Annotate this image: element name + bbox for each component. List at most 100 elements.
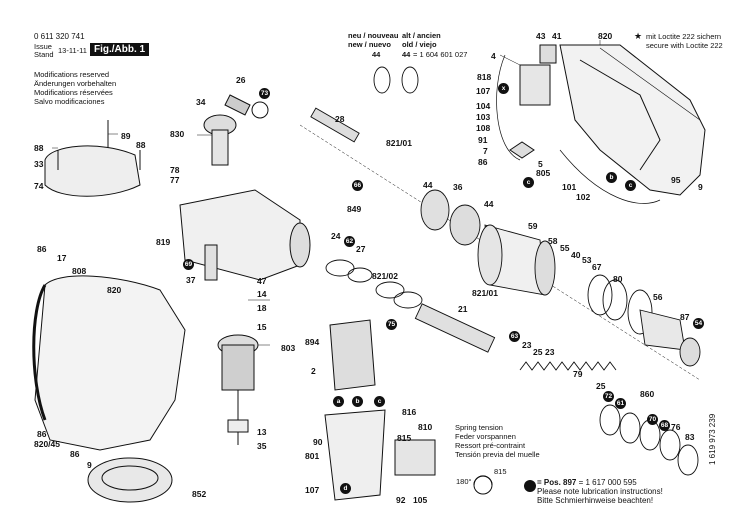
callout-47: 47 (257, 276, 267, 286)
callout-808: 808 (72, 266, 87, 276)
modifications-fr: Modifications réservées (34, 88, 113, 97)
callout-28: 28 (335, 114, 345, 124)
callout-55: 55 (560, 243, 570, 253)
loctite-line-en: secure with Loctite 222 (646, 41, 723, 50)
callout-83: 83 (685, 432, 695, 442)
callout-44-a: 44 (423, 180, 433, 190)
lubrication-line-en: Please note lubrication instructions! (537, 487, 663, 496)
callout-80: 80 (613, 274, 623, 284)
callout-13: 13 (257, 427, 267, 437)
spring-tension-de: Feder vorspannen (455, 432, 516, 441)
callout-78: 78 (170, 165, 180, 175)
callout-108: 108 (476, 123, 491, 133)
badge-75: 75 (386, 319, 397, 330)
spring-part: 815 (494, 467, 507, 476)
badge-70: 70 (647, 414, 658, 425)
callout-86-d: 86 (70, 449, 80, 459)
spring-tension-fr: Ressort pré-contraint (455, 441, 526, 450)
callout-103: 103 (476, 112, 491, 122)
callout-849: 849 (347, 204, 362, 214)
tool-holder-56 (639, 309, 686, 351)
callout-43: 43 (536, 31, 546, 41)
badge-c: c (374, 396, 385, 407)
cover-852 (87, 457, 173, 503)
callout-76: 76 (671, 422, 681, 432)
badge-a: a (333, 396, 344, 407)
callout-59: 59 (528, 221, 538, 231)
callout-18: 18 (257, 303, 267, 313)
callout-107: 107 (476, 86, 491, 96)
callout-21: 21 (458, 304, 468, 314)
callout-88-left: 88 (34, 143, 44, 153)
callout-25-b: 25 (596, 381, 606, 391)
callout-894: 894 (305, 337, 320, 347)
part-number: 0 611 320 741 (34, 32, 85, 41)
badge-54: 54 (693, 318, 704, 329)
callout-58: 58 (548, 236, 558, 246)
callout-26: 26 (236, 75, 246, 85)
issue-date: 13-11-11 (58, 46, 87, 55)
new-title: neu / nouveau (348, 31, 399, 40)
piston-21 (414, 303, 496, 353)
callout-830: 830 (170, 129, 185, 139)
badge-c-handle-2: c (625, 180, 636, 191)
callout-9: 9 (698, 182, 703, 192)
callout-9-b: 9 (87, 460, 92, 470)
badge-73: 73 (259, 88, 270, 99)
callout-818: 818 (477, 72, 492, 82)
callout-819: 819 (156, 237, 171, 247)
badge-c-handle: c (523, 177, 534, 188)
badge-b: b (352, 396, 363, 407)
motor-housing-820 (34, 275, 186, 451)
stand-label: Stand (34, 50, 54, 59)
callout-36: 36 (453, 182, 463, 192)
callout-25: 25 (533, 347, 543, 357)
cover-74 (44, 145, 141, 197)
callout-820: 820 (598, 31, 613, 41)
spring-angle: 180° (456, 477, 472, 486)
callout-56: 56 (653, 292, 663, 302)
field-801 (324, 409, 386, 501)
callout-816: 816 (402, 407, 417, 417)
switch-block (519, 64, 551, 106)
old-subtitle: old / viejo (402, 40, 437, 49)
callout-17: 17 (57, 253, 67, 263)
callout-34: 34 (196, 97, 206, 107)
callout-801: 801 (305, 451, 320, 461)
sheet-number: 1 619 973 239 (708, 413, 717, 465)
lubrication-line-de: Bitte Schmierhinweise beachten! (537, 496, 654, 505)
callout-91: 91 (478, 135, 488, 145)
callout-24: 24 (331, 231, 341, 241)
new-subtitle: new / nuevo (348, 40, 391, 49)
callout-821-01-top: 821/01 (386, 138, 412, 148)
modifications-de: Änderungen vorbehalten (34, 79, 117, 88)
callout-53: 53 (582, 255, 592, 265)
lubrication-pos: = Pos. 897 (537, 478, 577, 487)
spring-79 (519, 361, 617, 371)
callout-820-b: 820 (107, 285, 122, 295)
callout-860: 860 (640, 389, 655, 399)
callout-86-c: 86 (37, 429, 47, 439)
callout-67: 67 (592, 262, 602, 272)
handle-housing (559, 44, 706, 196)
badge-68: 68 (659, 420, 670, 431)
callout-90: 90 (313, 437, 323, 447)
callout-805: 805 (536, 168, 551, 178)
callout-821-02: 821/02 (372, 271, 398, 281)
gear-housing-819 (179, 189, 301, 281)
badge-69: 69 (183, 259, 194, 270)
spring-tension-en: Spring tension (455, 423, 503, 432)
callout-5: 5 (538, 159, 543, 169)
badge-72: 72 (603, 391, 614, 402)
old-part-value: 44 (402, 50, 411, 59)
callout-77: 77 (170, 175, 180, 185)
callout-86-b: 86 (37, 244, 47, 254)
lubrication-note: = Pos. 897 = 1 617 000 595 Please note l… (537, 478, 663, 505)
callout-74: 74 (34, 181, 44, 191)
striker-28 (310, 107, 360, 143)
callout-101: 101 (562, 182, 577, 192)
callout-23-b: 23 (545, 347, 555, 357)
callout-40: 40 (571, 250, 581, 260)
modifications-en: Modifications reserved (34, 70, 110, 79)
issue-label: Issue (34, 42, 52, 51)
